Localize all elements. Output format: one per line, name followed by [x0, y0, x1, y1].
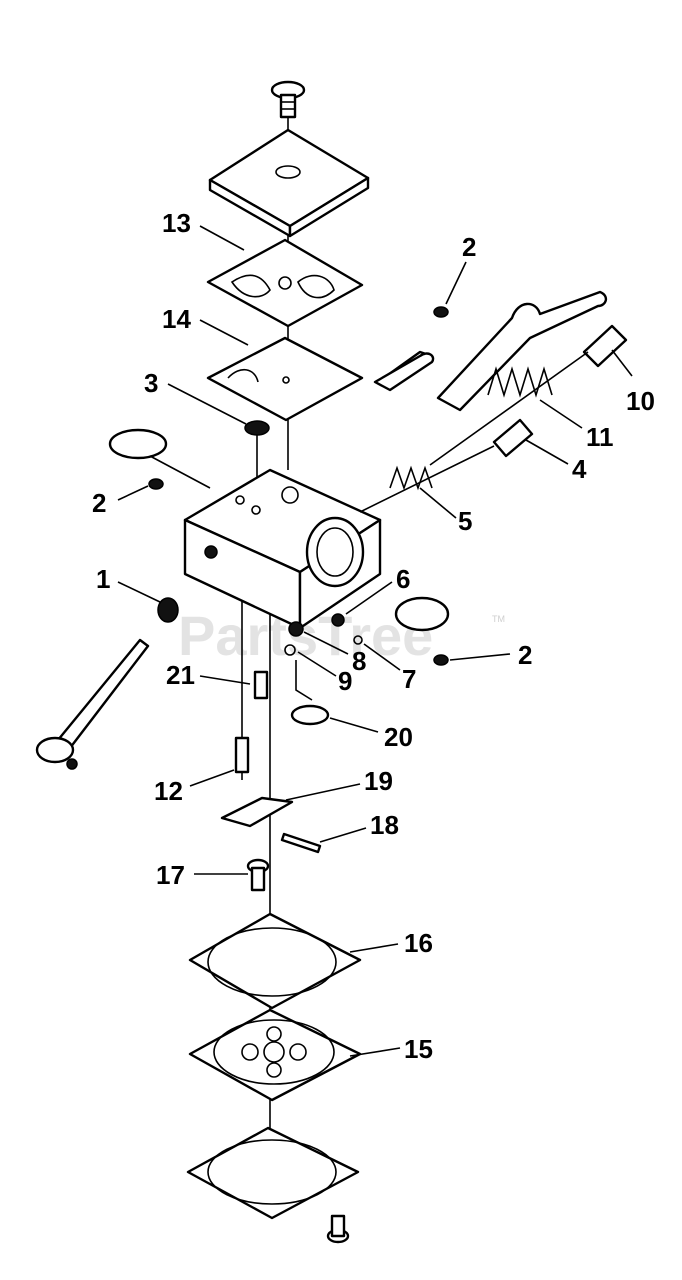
callout-arrows — [117, 225, 633, 1057]
watermark-tm: TM — [492, 614, 505, 624]
part-7-plug — [353, 635, 363, 645]
callout-3: 3 — [144, 368, 158, 398]
part-2-upper-plug — [373, 306, 449, 392]
callout-13: 13 — [162, 208, 191, 238]
callout-17: 17 — [156, 860, 185, 890]
callout-4: 4 — [572, 454, 587, 484]
callout-11: 11 — [586, 422, 614, 452]
part-19-metering-lever — [220, 796, 294, 828]
cover-plate — [208, 128, 370, 238]
arrow-8 — [303, 631, 349, 655]
callout-20: 20 — [384, 722, 413, 752]
arrow-3 — [167, 383, 247, 425]
callout-2-upper: 2 — [462, 232, 476, 262]
arrow-16 — [349, 943, 399, 953]
callout-8: 8 — [352, 646, 366, 676]
callout-1: 1 — [96, 564, 110, 594]
part-15-diaphragm — [188, 1008, 362, 1102]
part-14-diaphragm — [206, 336, 364, 422]
callout-12: 12 — [154, 776, 183, 806]
part-10-adjusting-screw — [429, 324, 628, 466]
bottom-cover — [186, 1126, 360, 1220]
arrow-4 — [525, 439, 569, 465]
top-screw — [270, 80, 306, 119]
right-welch-plug — [394, 596, 450, 666]
part-21-spring — [253, 670, 269, 700]
watermark: PartsTree TM — [178, 604, 505, 667]
arrow-7 — [363, 643, 401, 671]
arrow-20 — [329, 717, 379, 733]
callout-7: 7 — [402, 664, 416, 694]
part-8-ball — [288, 621, 304, 637]
arrow-21 — [199, 675, 251, 685]
callout-10: 10 — [626, 386, 655, 416]
part-20-screen — [290, 660, 330, 726]
callout-19: 19 — [364, 766, 393, 796]
arrow-5 — [419, 487, 457, 519]
part-18-pin — [280, 832, 322, 854]
callout-21: 21 — [166, 660, 195, 690]
arrow-19 — [285, 783, 361, 801]
arrow-11 — [539, 399, 583, 429]
throttle-shaft-upper — [376, 290, 608, 412]
callout-15: 15 — [404, 1034, 433, 1064]
part-11-spring — [487, 366, 553, 398]
callout-18: 18 — [370, 810, 399, 840]
part-9-check — [284, 644, 296, 656]
carburetor-body — [183, 468, 382, 630]
callout-labels: 2 13 14 3 10 11 4 2 5 1 6 2 8 7 21 9 20 … — [92, 208, 655, 1064]
callout-14: 14 — [162, 304, 191, 334]
callout-2-left: 2 — [92, 488, 106, 518]
callout-16: 16 — [404, 928, 433, 958]
arrow-13 — [199, 225, 245, 251]
left-welch-plug — [108, 428, 211, 489]
part-6-spring — [331, 613, 345, 627]
part-2-left-plug — [148, 478, 164, 490]
arrow-1 — [117, 581, 161, 603]
callout-6: 6 — [396, 564, 410, 594]
arrow-2a — [445, 261, 467, 305]
arrow-18 — [319, 827, 367, 843]
part-4-adjusting-screw — [359, 418, 534, 513]
arrow-6 — [345, 581, 393, 615]
arrow-12 — [189, 769, 235, 787]
part-1-spring-and-shaft — [35, 597, 179, 770]
part-12-needle — [234, 600, 250, 780]
arrow-15 — [349, 1047, 401, 1057]
part-17-screw — [246, 858, 270, 892]
part-16-gasket — [188, 912, 362, 1010]
callout-5: 5 — [458, 506, 472, 536]
arrow-2c — [449, 653, 511, 661]
part-13-gasket — [206, 238, 364, 328]
part-5-spring — [389, 465, 433, 491]
arrow-2b — [117, 485, 149, 501]
arrow-9 — [297, 651, 337, 677]
arrow-10 — [611, 349, 633, 377]
arrow-14 — [199, 319, 249, 346]
bottom-screw — [326, 1214, 350, 1244]
callout-9: 9 — [338, 666, 352, 696]
callout-2-right: 2 — [518, 640, 532, 670]
